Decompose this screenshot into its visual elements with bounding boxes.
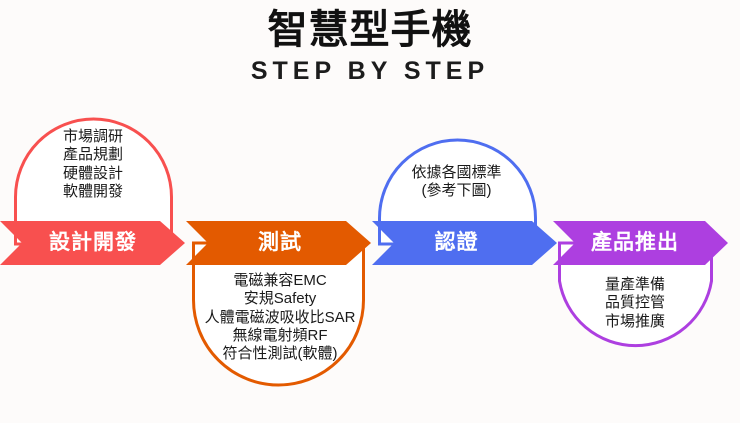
stage4-bubble	[558, 241, 713, 348]
stage2-item: 無線電射頻RF	[232, 326, 328, 344]
stage2-item: 安規Safety	[243, 290, 317, 308]
stage3-banner-label: 認證	[434, 231, 479, 254]
stage1-item: 軟體開發	[62, 182, 123, 200]
stage1-bubble	[14, 117, 173, 246]
stage3-item: 依據各國標準	[411, 164, 502, 181]
stage4-item: 量產準備	[604, 276, 665, 293]
stage4-bubble-text: 量產準備 品質控管 市場推廣	[558, 276, 712, 331]
page-subtitle: STEP BY STEP	[250, 57, 490, 85]
stage4-item: 品質控管	[604, 294, 665, 312]
stage1-item: 產品規劃	[62, 146, 123, 164]
stage1-banner	[0, 221, 185, 265]
stage2-item: 電磁兼容EMC	[233, 272, 327, 289]
stage3-bubble-text: 依據各國標準 (參考下圖)	[378, 164, 535, 201]
stage3-banner	[372, 221, 557, 265]
stage1-item: 硬體設計	[62, 164, 123, 182]
stage2-item: 人體電磁波吸收比SAR	[204, 308, 356, 326]
stage1-banner-label: 設計開發	[49, 231, 137, 254]
stage1-bubble-text: 市場調研 產品規劃 硬體設計 軟體開發	[14, 128, 172, 201]
stage2-banner	[186, 221, 371, 265]
page-title: 智慧型手機	[267, 8, 473, 52]
stage4-banner-label: 產品推出	[591, 231, 679, 254]
stage4-banner	[553, 221, 728, 265]
stage2-bubble-text: 電磁兼容EMC 安規Safety 人體電磁波吸收比SAR 無線電射頻RF 符合性…	[192, 272, 368, 363]
stage2-bubble	[192, 241, 365, 387]
stage3-bubble	[378, 138, 537, 246]
stage2-item: 符合性測試(軟體)	[222, 345, 338, 363]
stage1-item: 市場調研	[62, 128, 123, 145]
stage2-banner-label: 測試	[258, 231, 302, 254]
title-block: 智慧型手機 STEP BY STEP	[0, 0, 740, 86]
stage4-item: 市場推廣	[604, 312, 665, 330]
stage3-item: (參考下圖)	[421, 182, 492, 200]
